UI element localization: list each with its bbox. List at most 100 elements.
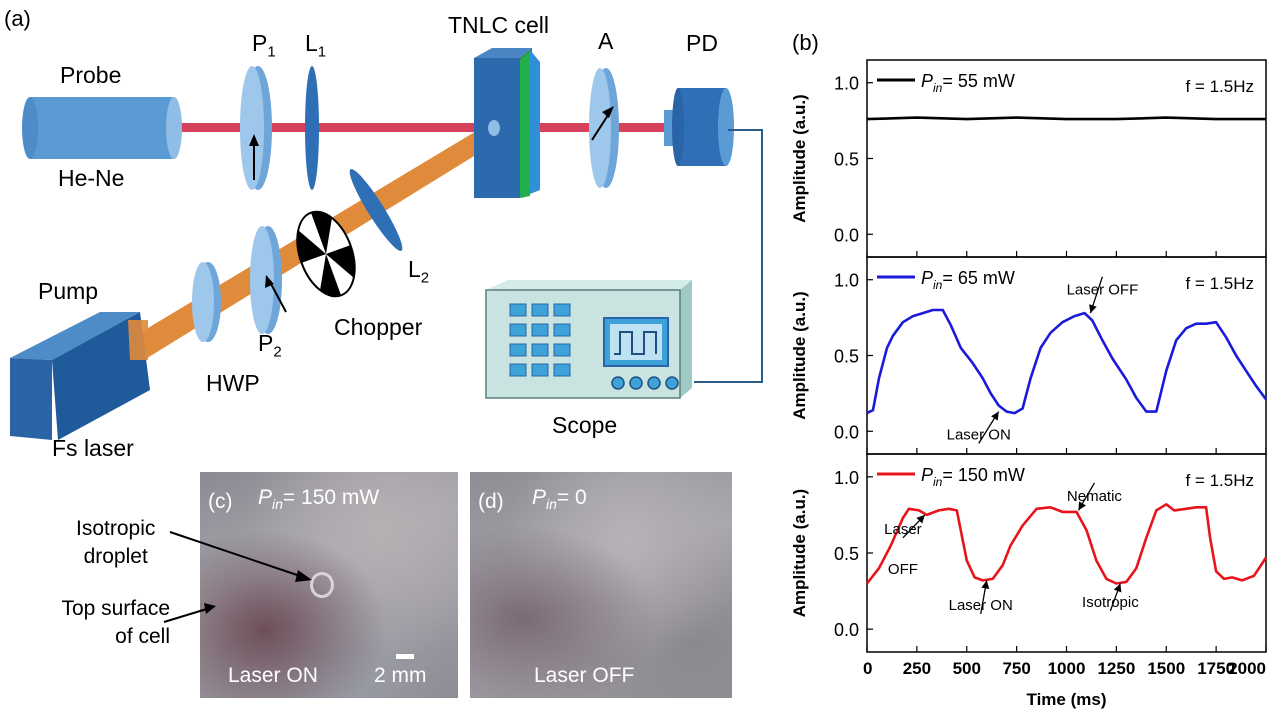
freq-label-1: f = 1.5Hz <box>1185 77 1254 96</box>
y-tick-label-3-1: 0.5 <box>834 544 859 564</box>
photo-laser-on: (c) Pin= 150 mW Laser ON 2 mm <box>200 472 458 698</box>
legend-text-3: Pin= 150 mW <box>921 465 1025 489</box>
y-tick-label-1-1: 0.5 <box>834 150 859 170</box>
x-tick-label-2: 500 <box>953 659 981 678</box>
panel-c-label: (c) <box>208 490 233 513</box>
x-tick-label-1: 250 <box>903 659 931 678</box>
l2-letter: L <box>408 256 421 282</box>
annotation-arrowhead-2-1 <box>991 411 999 421</box>
tnlc-label: TNLC cell <box>448 12 549 38</box>
he-ne-label: He-Ne <box>58 165 125 191</box>
photo-callout-arrows <box>163 531 312 623</box>
freq-label-3: f = 1.5Hz <box>1185 471 1254 490</box>
p1-label: P1 <box>252 30 276 61</box>
signal-cable <box>694 129 763 383</box>
panel-c-pin-value: = 150 mW <box>282 486 380 509</box>
panel-c-pin-symbol: P <box>258 486 273 509</box>
y-axis-label-2: Amplitude (a.u.) <box>790 291 809 419</box>
series-line-3 <box>865 502 1268 585</box>
polarizer-p1 <box>240 66 272 190</box>
top-surface-label: Top surface of cell <box>20 595 170 651</box>
annotation-arrowhead-3-2 <box>981 580 990 589</box>
photodetector-pd <box>664 88 734 166</box>
p1-subscript: 1 <box>267 43 276 61</box>
legend-text-2: Pin= 65 mW <box>921 268 1015 292</box>
panel-d-laser-state: Laser OFF <box>534 664 635 687</box>
panel-b-label: (b) <box>792 30 819 55</box>
x-axis-label: Time (ms) <box>1027 690 1107 709</box>
annotation-arrowhead-3-0 <box>1078 501 1086 511</box>
x-tick-label-6: 1500 <box>1147 659 1185 678</box>
half-wave-plate <box>192 262 221 342</box>
chopper-wheel <box>296 210 356 298</box>
annotation-text2-3-1: OFF <box>888 561 918 578</box>
top-surface-line1: Top surface <box>61 597 170 620</box>
analyzer-label: A <box>598 28 614 54</box>
chopper-label: Chopper <box>334 314 423 340</box>
scale-bar <box>396 654 414 659</box>
series-line-2 <box>866 308 1268 415</box>
y-tick-label-1-2: 1.0 <box>834 74 859 94</box>
analyzer-a <box>589 68 619 188</box>
annotation-arrowhead-2-0 <box>1089 304 1097 314</box>
isotropic-label-line2: droplet <box>83 545 148 568</box>
panel-d-pin-symbol: P <box>532 486 547 509</box>
probe-label: Probe <box>60 62 122 88</box>
isotropic-droplet-label: Isotropic droplet <box>76 515 155 571</box>
p2-label: P2 <box>258 330 282 361</box>
x-tick-label-0: 0 <box>863 659 872 678</box>
scope-label: Scope <box>552 412 618 438</box>
p1-letter: P <box>252 30 268 56</box>
series-line-1 <box>866 116 1266 121</box>
fs-laser-box <box>10 312 150 440</box>
x-tick-label-8: 2000 <box>1228 659 1266 678</box>
y-tick-label-3-0: 0.0 <box>834 620 859 640</box>
p2-letter: P <box>258 330 274 356</box>
he-ne-laser <box>22 97 182 159</box>
annotation-text-3-2: Laser ON <box>949 597 1013 614</box>
lens-l1 <box>305 66 319 190</box>
annotation-arrowhead-3-1 <box>916 514 925 524</box>
x-tick-label-7: 1750 <box>1197 659 1235 678</box>
x-tick-label-5: 1250 <box>1097 659 1135 678</box>
tnlc-cell <box>474 48 540 198</box>
oscilloscope <box>485 280 692 399</box>
annotation-text-2-0: Laser OFF <box>1067 282 1139 299</box>
annotation-arrowhead-3-3 <box>1113 583 1122 593</box>
l2-subscript: 2 <box>420 269 430 287</box>
annotation-text-3-0: Nematic <box>1067 488 1123 505</box>
annotation-text-3-3: Isotropic <box>1082 594 1139 611</box>
lens-l2 <box>349 169 403 251</box>
annotation-text-3-1: Laser <box>884 521 922 538</box>
panel-c-laser-state: Laser ON <box>228 664 318 687</box>
annotation-text-2-1: Laser ON <box>947 426 1011 443</box>
isotropic-droplet-mark <box>310 572 334 598</box>
fs-laser-label: Fs laser <box>52 435 134 461</box>
y-tick-label-1-0: 0.0 <box>834 225 859 245</box>
panel-c-pin-subscript: in <box>272 496 283 513</box>
l1-subscript: 1 <box>317 43 327 61</box>
pump-label: Pump <box>38 278 99 304</box>
legend-text-1: Pin= 55 mW <box>921 71 1015 95</box>
y-tick-label-2-1: 0.5 <box>834 347 859 367</box>
x-tick-label-4: 1000 <box>1048 659 1086 678</box>
l2-label: L2 <box>408 256 429 287</box>
y-axis-label-3: Amplitude (a.u.) <box>790 489 809 617</box>
panel-d-label: (d) <box>478 490 504 513</box>
pd-label: PD <box>686 30 718 56</box>
isotropic-label-line1: Isotropic <box>76 517 156 540</box>
l1-letter: L <box>305 30 318 56</box>
y-axis-label-1: Amplitude (a.u.) <box>790 94 809 222</box>
p2-subscript: 2 <box>273 343 282 361</box>
probe-beam <box>175 123 675 132</box>
freq-label-2: f = 1.5Hz <box>1185 274 1254 293</box>
y-tick-label-3-2: 1.0 <box>834 468 859 488</box>
hwp-label: HWP <box>206 370 260 396</box>
panel-d-pin-value: = 0 <box>556 486 587 509</box>
panel-c-power: Pin= 150 mW <box>258 486 379 512</box>
y-tick-label-2-2: 1.0 <box>834 271 859 291</box>
l1-label: L1 <box>305 30 326 61</box>
polarizer-p2 <box>250 226 287 334</box>
top-surface-line2: of cell <box>115 625 170 648</box>
